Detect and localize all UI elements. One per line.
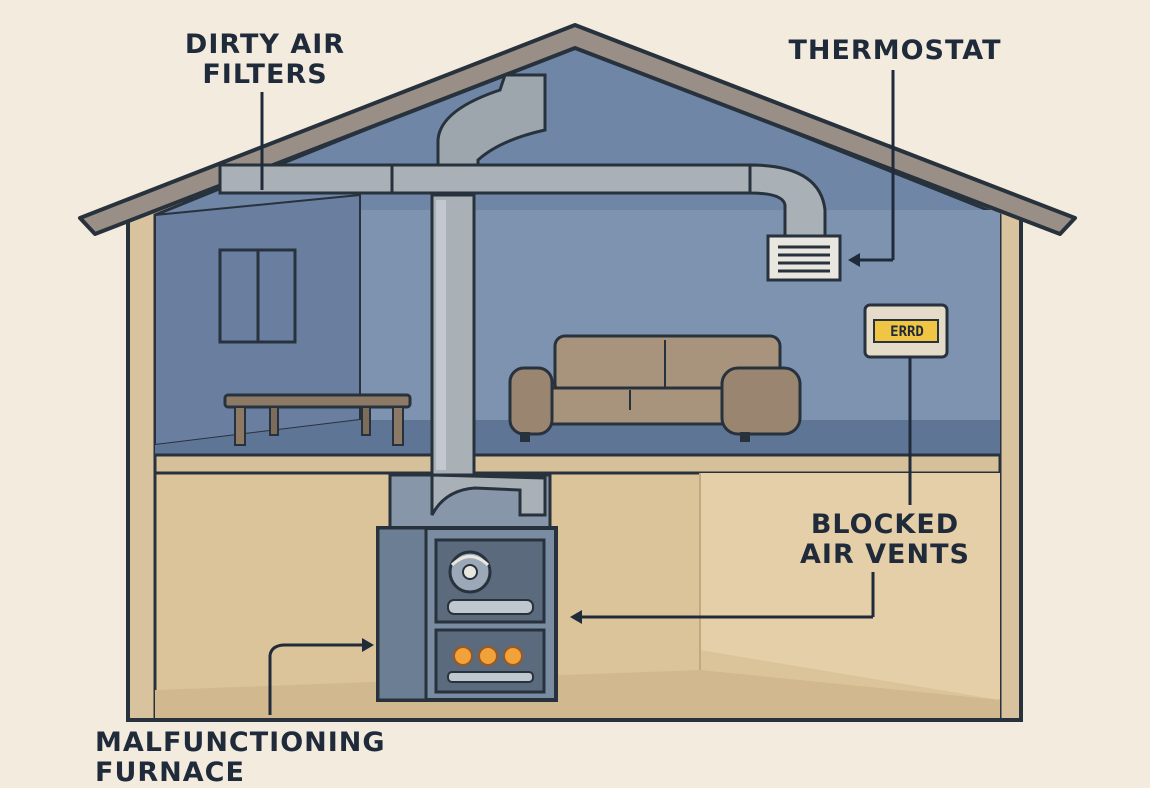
floor-slab bbox=[153, 453, 1002, 475]
label-line: BLOCKED bbox=[810, 509, 960, 540]
sofa-arm-right bbox=[720, 366, 802, 436]
supply-vent bbox=[766, 234, 842, 282]
table-leg bbox=[269, 406, 279, 436]
label-line: AIR VENTS bbox=[800, 539, 970, 570]
duct-horizontal bbox=[218, 163, 757, 195]
basement-wall-right bbox=[700, 473, 1000, 700]
dirty-air-filters-label: DIRTY AIR FILTERS bbox=[160, 30, 370, 90]
table-leg bbox=[392, 406, 404, 446]
thermostat-screen bbox=[873, 319, 939, 343]
thermostat-label: THERMOSTAT bbox=[788, 35, 1002, 66]
sofa-leg bbox=[520, 432, 530, 442]
label-line: FURNACE bbox=[95, 757, 245, 788]
sofa-arm-left bbox=[508, 366, 554, 436]
blower-hub bbox=[462, 564, 478, 580]
flame-icon bbox=[453, 646, 473, 666]
table-leg bbox=[361, 406, 371, 436]
blower-swirl bbox=[450, 555, 490, 567]
thermostat-display: ERRD bbox=[890, 324, 924, 340]
label-line: MALFUNCTIONING bbox=[95, 727, 386, 758]
table-leg bbox=[234, 406, 246, 446]
arrow-head bbox=[362, 638, 374, 652]
sofa-leg bbox=[740, 432, 750, 442]
basement-floor bbox=[155, 670, 1000, 718]
duct-riser bbox=[436, 73, 547, 167]
roof bbox=[78, 23, 1077, 236]
coffee-table-top bbox=[223, 393, 412, 409]
arrow-head bbox=[848, 253, 860, 267]
flame-icon bbox=[478, 646, 498, 666]
label-line: DIRTY AIR bbox=[184, 29, 346, 60]
flame-icon bbox=[503, 646, 523, 666]
house-diagram bbox=[78, 23, 1077, 722]
callout-furnace-line bbox=[268, 643, 362, 656]
burner-tube bbox=[447, 671, 534, 683]
duct-vertical-shade bbox=[436, 200, 446, 470]
burner-manifold bbox=[447, 599, 534, 615]
furnace-side bbox=[376, 526, 428, 702]
blocked-air-vents-label: BLOCKED AIR VENTS bbox=[780, 510, 990, 570]
label-line: FILTERS bbox=[202, 59, 328, 90]
arrow-head bbox=[570, 610, 582, 624]
malfunctioning-furnace-label: MALFUNCTIONING FURNACE bbox=[95, 728, 455, 788]
duct-elbow bbox=[748, 163, 827, 242]
furnace-duct-transition bbox=[430, 473, 547, 517]
